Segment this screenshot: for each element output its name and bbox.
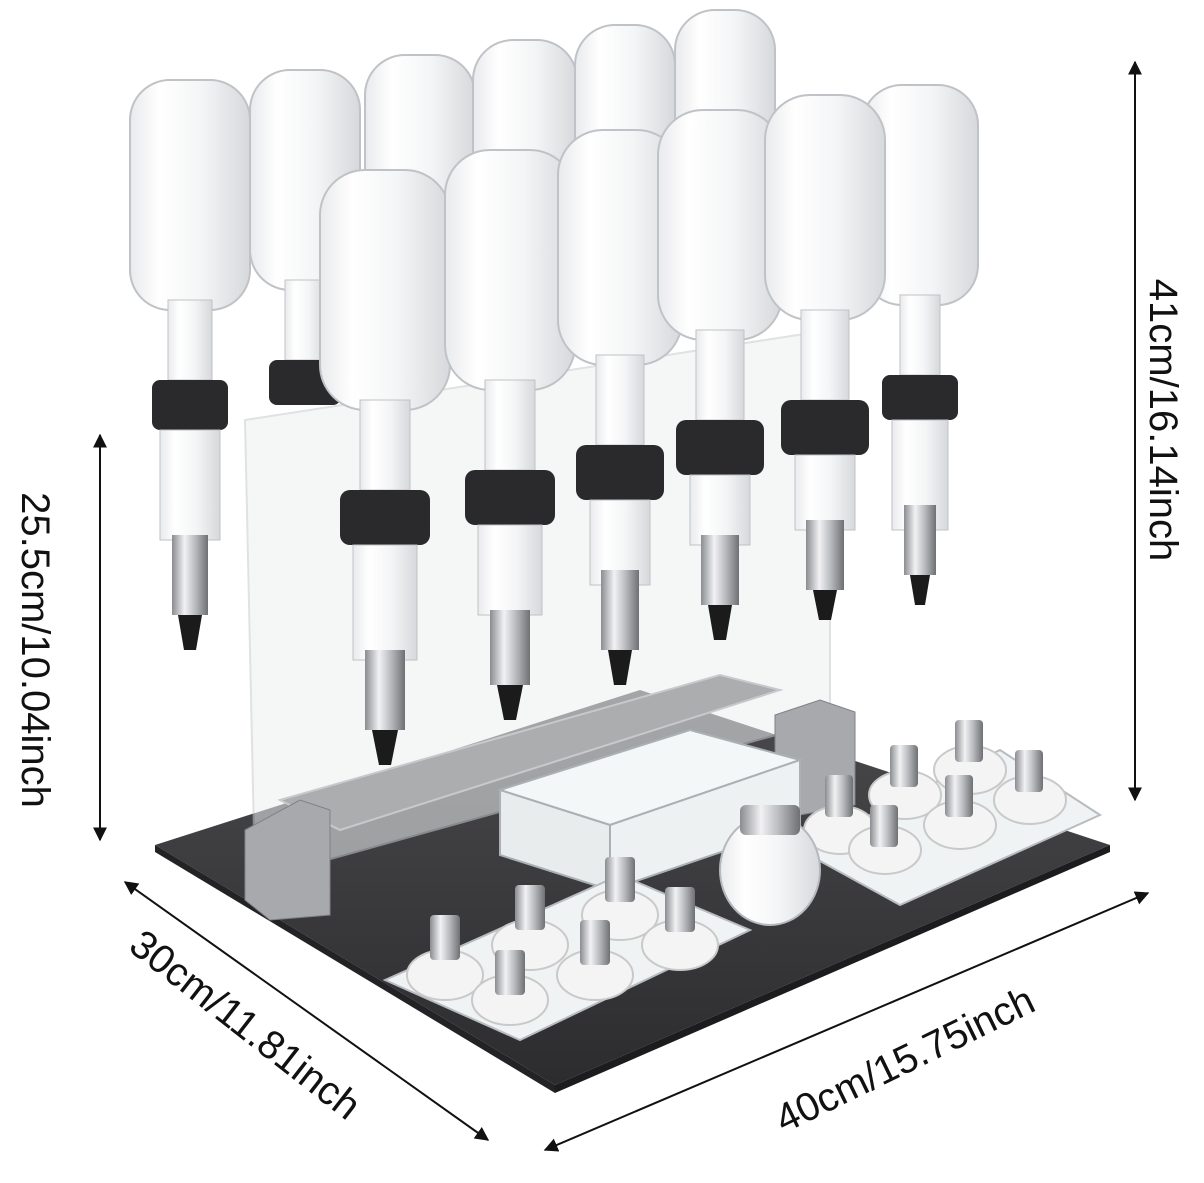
total-height-label: 41cm/16.14inch bbox=[1141, 278, 1185, 562]
bottles-back-row bbox=[129, 9, 979, 650]
acrylic-organizer bbox=[496, 728, 804, 892]
arrow-depth bbox=[123, 881, 490, 1141]
arrow-width bbox=[543, 891, 1150, 1152]
rack-height-label: 25.5cm/10.04inch bbox=[13, 492, 57, 808]
shot-tray-right bbox=[797, 720, 1103, 907]
bottles-front-row bbox=[319, 94, 886, 765]
